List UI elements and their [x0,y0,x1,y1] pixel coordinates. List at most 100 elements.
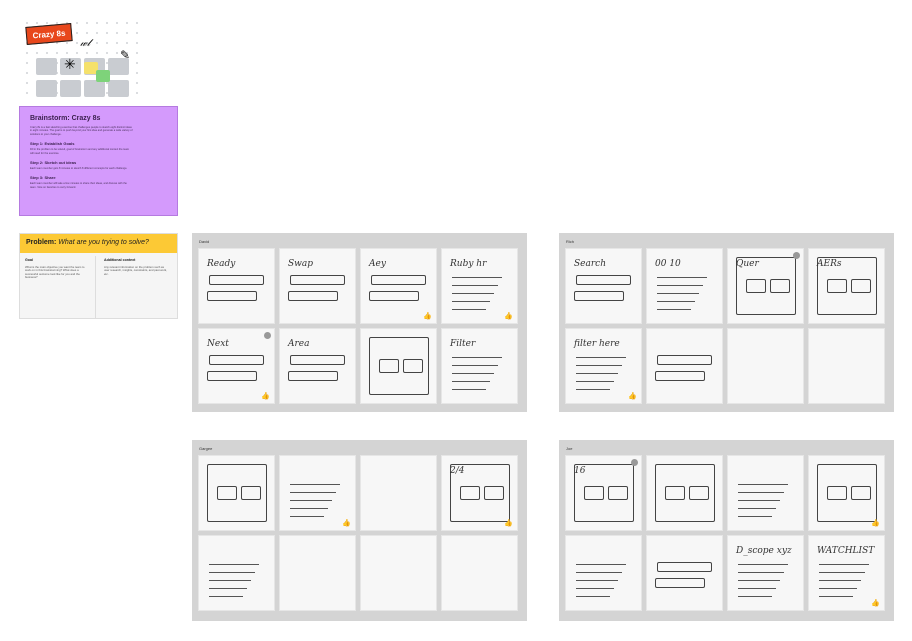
section-label: Rich [566,239,575,244]
sketch-card[interactable] [727,455,804,531]
pencil-icon: ✎ [120,48,131,62]
sketch-bar [288,291,338,301]
sketch-card[interactable] [198,455,275,531]
sticky-green-icon [96,70,110,82]
sketch-card[interactable]: D_scope xyz [727,535,804,611]
section-label: Gargee [199,446,213,451]
sketch-handwriting: 16 [574,466,586,476]
sketch-card[interactable]: 👍 [808,455,885,531]
sketch-frame [827,486,847,500]
sketch-frame [574,464,634,522]
sketch-card[interactable] [198,535,275,611]
sketch-card[interactable]: Quer [727,248,804,324]
sketch-line [657,285,703,286]
sketch-card[interactable]: AERs [808,248,885,324]
sketch-card[interactable] [360,328,437,404]
sketch-frame [655,464,715,522]
sketch-frame [770,279,790,293]
section-gargee[interactable]: Gargee 👍 2/4 👍 [192,440,527,621]
thumbs-up-icon: 👍 [871,520,880,527]
sketch-line [452,365,498,366]
sketch-handwriting: 2/4 [450,466,465,476]
sketch-line [576,365,622,366]
sketch-card[interactable] [360,535,437,611]
sketch-frame [207,464,267,522]
sketch-card[interactable]: Ready [198,248,275,324]
sketch-card[interactable]: Aey👍 [360,248,437,324]
sketch-line [290,484,340,485]
step-2-text: Each team member gets 8 minutes to sketc… [30,167,128,171]
sketch-card[interactable]: Ruby hr👍 [441,248,518,324]
sketch-card[interactable] [646,535,723,611]
section-label: David [199,239,210,244]
sketch-handwriting: Quer [736,259,759,269]
sketch-card[interactable] [646,328,723,404]
sketch-card[interactable] [279,535,356,611]
sketch-card[interactable] [727,328,804,404]
sketch-card[interactable]: 16 [565,455,642,531]
sketch-handwriting: D_scope xyz [736,546,792,556]
sketch-line [576,373,618,374]
sketch-line [452,301,490,302]
sketch-handwriting: Ready [207,259,236,269]
thumbs-up-icon: 👍 [871,600,880,607]
thumbs-up-icon: 👍 [504,520,513,527]
sketch-line [738,588,776,589]
sketch-card[interactable]: filter here👍 [565,328,642,404]
sketch-line [452,381,490,382]
sketch-card[interactable] [808,328,885,404]
sketch-line [738,484,788,485]
sticky-yellow-icon [84,62,98,74]
crazy8s-template-thumbnail[interactable]: ✳ ✎ 𝓌𝓁 [22,18,144,98]
sketch-line [290,492,336,493]
sketch-line [819,564,869,565]
sketch-card[interactable] [441,535,518,611]
sketch-card[interactable]: Search [565,248,642,324]
sketch-frame [484,486,504,500]
sketch-card[interactable]: Next👍 [198,328,275,404]
goal-text: What is the main objective you want the … [25,264,85,280]
sketch-card[interactable] [646,455,723,531]
sketch-bar [209,275,264,285]
sketch-card[interactable]: Filter [441,328,518,404]
sketch-line [819,580,861,581]
sketch-frame [608,486,628,500]
sketch-line [576,596,610,597]
step-3-text: Each team member will take a few minutes… [30,182,127,189]
sketch-card[interactable]: Swap [279,248,356,324]
sketch-line [576,389,610,390]
sketch-card[interactable]: 2/4 👍 [441,455,518,531]
sketch-frame [584,486,604,500]
sketch-line [819,572,865,573]
brainstorm-intro: Crazy 8s is a fast sketching exercise th… [30,126,133,136]
thumbs-up-icon: 👍 [504,313,513,320]
sketch-card[interactable] [360,455,437,531]
sketch-line [738,572,784,573]
sketch-line [576,564,626,565]
sketch-card[interactable]: WATCHLIST 👍 [808,535,885,611]
sketch-line [452,357,502,358]
sketch-handwriting: WATCHLIST [817,546,875,556]
sketch-card[interactable]: Area [279,328,356,404]
sketch-line [452,389,486,390]
avatar [264,332,271,339]
sketch-handwriting: Swap [288,259,313,269]
sketch-card[interactable]: 00 10 [646,248,723,324]
problem-card: Problem: What are you trying to solve? G… [19,233,178,319]
sketch-line [290,516,324,517]
sketch-line [290,508,328,509]
sketch-bar [655,371,705,381]
sketch-bar [290,355,345,365]
step-3-title: Step 3: Share [30,175,56,181]
sketch-frame [665,486,685,500]
sketch-card[interactable]: 👍 [279,455,356,531]
sketch-card[interactable] [565,535,642,611]
sketch-line [452,373,494,374]
sketch-line [576,381,614,382]
sketch-line [738,508,776,509]
